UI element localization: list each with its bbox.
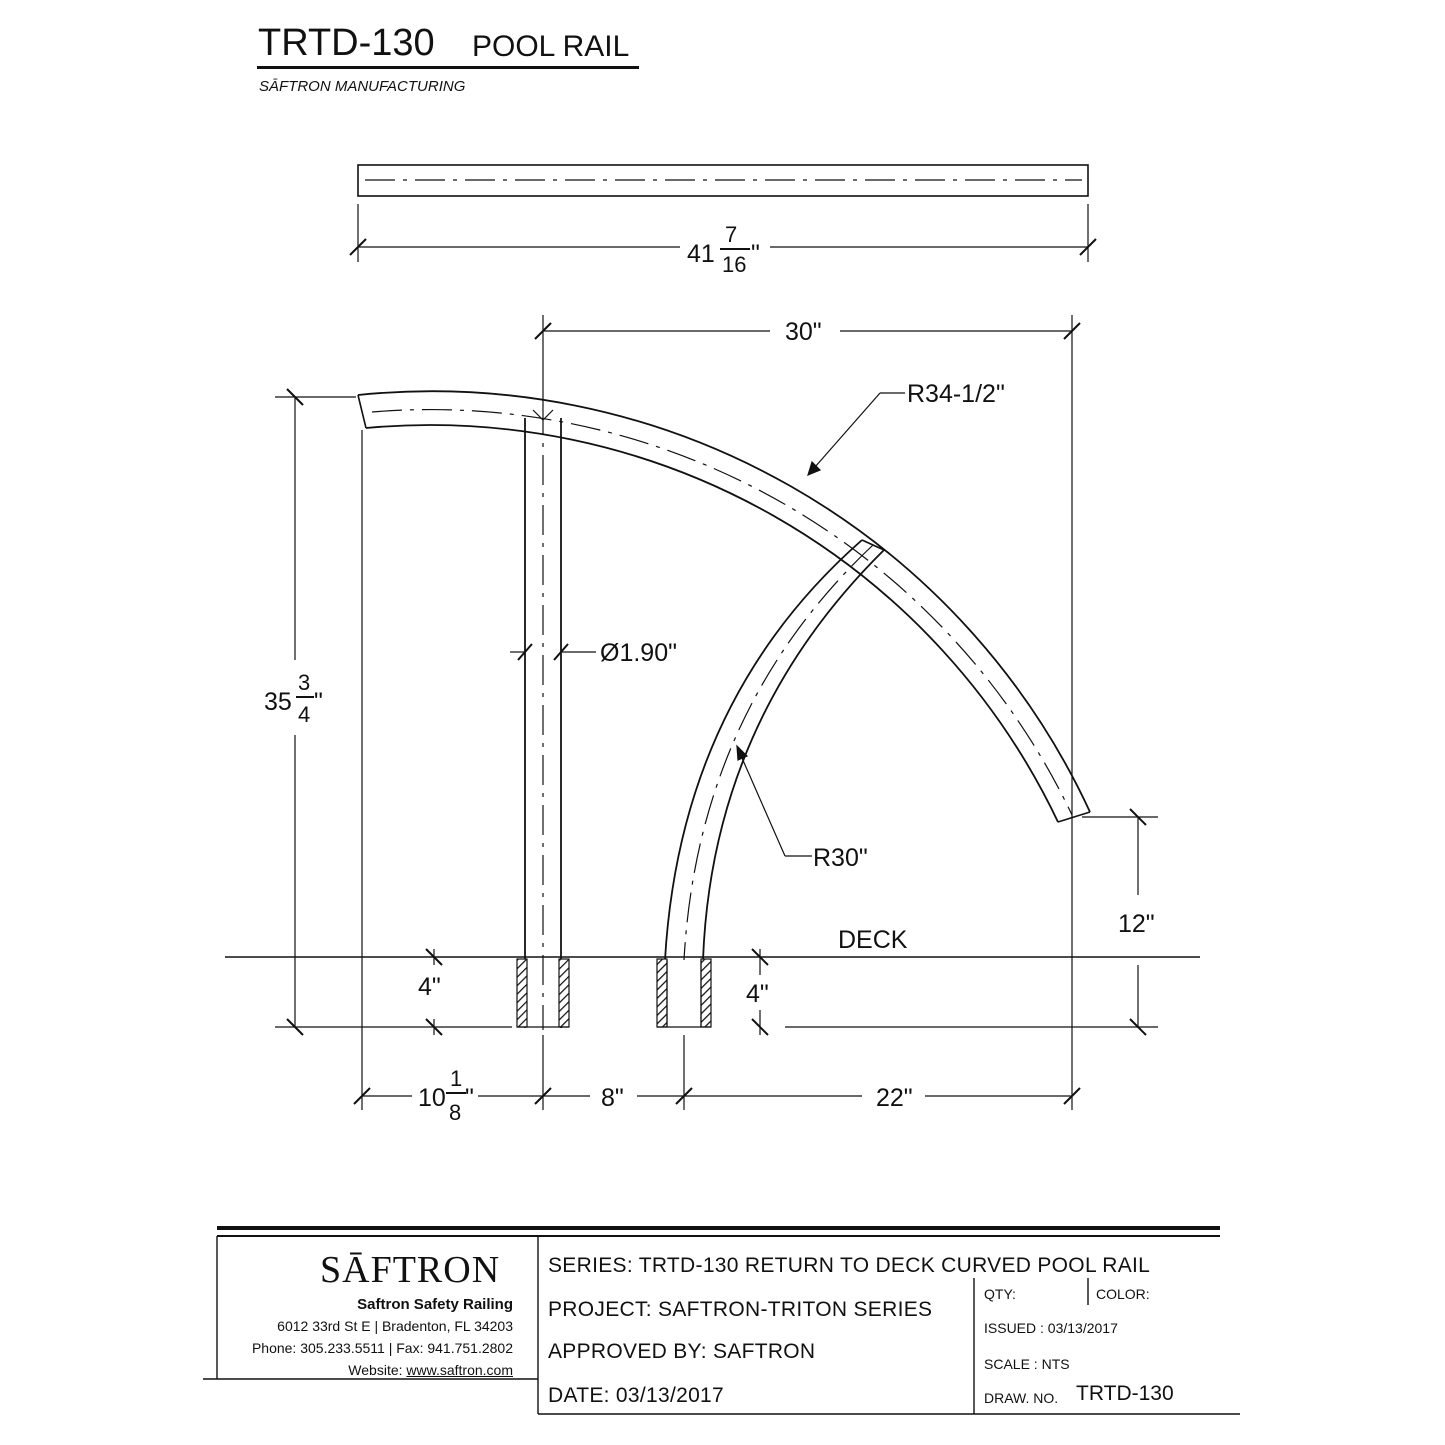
draw-no-value: TRTD-130 <box>1076 1382 1174 1405</box>
overhang-num: 1 <box>450 1066 462 1091</box>
end-height-label: 12" <box>1118 910 1155 938</box>
height-den: 4 <box>298 702 310 727</box>
embed-right-label: 4" <box>746 980 769 1008</box>
leader-inner-radius <box>736 744 812 857</box>
top-length-num: 7 <box>725 222 737 247</box>
dimension-top-length <box>349 204 1097 262</box>
span-30-label: 30" <box>785 318 822 346</box>
deck-label: DECK <box>838 926 908 954</box>
qty-field: QTY: <box>984 1286 1016 1302</box>
right-anchor-hatch <box>656 958 712 1028</box>
overhang-unit: " <box>465 1084 474 1112</box>
dimension-diameter <box>510 643 596 661</box>
left-anchor-hatch <box>516 958 570 1028</box>
company-phone: Phone: 305.233.5511 | Fax: 941.751.2802 <box>251 1340 513 1356</box>
pipe-diameter-label: Ø1.90" <box>600 639 677 667</box>
company-name: Saftron Safety Railing <box>357 1296 513 1313</box>
website-link[interactable]: www.saftron.com <box>406 1362 513 1378</box>
issued-field: ISSUED : 03/13/2017 <box>984 1320 1118 1336</box>
height-num: 3 <box>298 670 310 695</box>
height-whole: 35 <box>264 688 292 716</box>
project-field: PROJECT: SAFTRON-TRITON SERIES <box>548 1298 933 1321</box>
height-unit: " <box>314 688 323 716</box>
leader-outer-radius <box>807 392 905 477</box>
approved-field: APPROVED BY: SAFTRON <box>548 1340 816 1363</box>
straight-rail <box>357 164 1089 197</box>
dimension-embed-left <box>425 948 443 1036</box>
dimension-embed-right <box>751 948 1158 1036</box>
dimension-bottom <box>353 430 1081 1110</box>
embed-left-label: 4" <box>418 973 441 1001</box>
scale-field: SCALE : NTS <box>984 1356 1070 1372</box>
series-field: SERIES: TRTD-130 RETURN TO DECK CURVED P… <box>548 1254 1151 1277</box>
top-length-whole: 41 <box>687 240 715 268</box>
company-website: Website: www.saftron.com <box>348 1362 513 1378</box>
top-length-unit: " <box>751 240 760 268</box>
website-label: Website: <box>348 1362 407 1378</box>
manufacturer-label: SĀFTRON MANUFACTURING <box>259 78 466 95</box>
title-block-frame <box>203 1226 1240 1415</box>
color-field: COLOR: <box>1096 1286 1150 1302</box>
dimension-end-height <box>1082 808 1158 1036</box>
outer-radius-label: R34-1/2" <box>907 380 1005 408</box>
outer-curved-rail <box>357 390 1091 823</box>
overhang-whole: 10 <box>418 1084 446 1112</box>
inner-curved-support <box>664 539 885 961</box>
inner-span-label: 22" <box>876 1084 913 1112</box>
overhang-den: 8 <box>449 1100 461 1125</box>
dimension-30 <box>534 315 1081 1110</box>
saftron-logo: SĀFTRON <box>320 1249 501 1291</box>
title-underline <box>257 66 639 69</box>
draw-no-label: DRAW. NO. <box>984 1390 1059 1406</box>
date-field: DATE: 03/13/2017 <box>548 1384 725 1407</box>
company-address: 6012 33rd St E | Bradenton, FL 34203 <box>277 1318 513 1334</box>
post-gap-label: 8" <box>601 1084 624 1112</box>
inner-radius-label: R30" <box>813 844 868 872</box>
drawing-title: POOL RAIL <box>472 30 630 63</box>
dimension-labels: 41 7 16 " 30" R34-1/2" R30" Ø1.90" 35 3 … <box>264 222 1155 1125</box>
top-length-den: 16 <box>722 252 746 277</box>
drawing-code: TRTD-130 <box>258 22 435 64</box>
vertical-post <box>524 405 562 1030</box>
dimension-height <box>275 388 512 1036</box>
